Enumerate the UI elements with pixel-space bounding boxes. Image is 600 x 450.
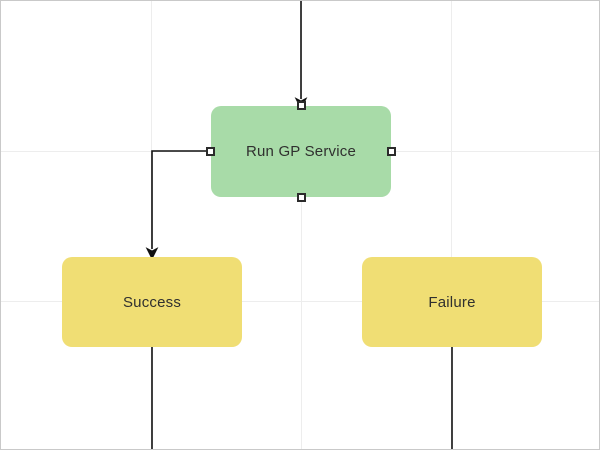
node-success[interactable]: Success [62, 257, 242, 347]
connection-handle-left[interactable] [206, 147, 215, 156]
connection-handle-top[interactable] [296, 101, 306, 110]
connection-handle-bottom[interactable] [296, 193, 306, 202]
node-run-gp-service[interactable]: Run GP Service [206, 101, 396, 202]
edge-gp-to-success[interactable] [145, 150, 206, 260]
node-label: Success [122, 293, 182, 311]
node-label: Failure [428, 293, 476, 311]
connection-handle-right[interactable] [387, 147, 396, 156]
node-label: Run GP Service [245, 143, 357, 160]
node-failure[interactable]: Failure [362, 257, 542, 347]
